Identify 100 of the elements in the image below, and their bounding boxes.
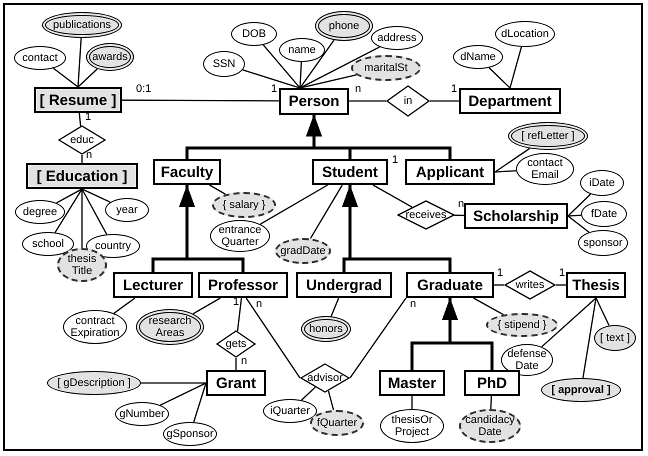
attribute-name: iDate	[589, 176, 615, 190]
attribute-ellipse	[581, 201, 627, 227]
attribute-name: { stipend }	[498, 318, 546, 332]
entity-box	[26, 163, 138, 189]
connector-line	[209, 184, 226, 195]
cardinality-label: 1	[392, 155, 398, 166]
connector-line	[236, 298, 242, 332]
entity-box	[113, 272, 193, 298]
connector-line	[81, 188, 108, 235]
attribute-ellipse	[486, 313, 558, 337]
attribute-name: contract Expiration	[70, 314, 120, 340]
connector-line	[330, 298, 340, 317]
attribute-ellipse	[594, 325, 636, 351]
attribute-ellipse	[105, 198, 149, 222]
entity-name: Department	[468, 92, 552, 110]
attribute-name: [ refLetter ]	[521, 130, 575, 142]
attribute-ellipse	[315, 11, 373, 41]
entity-name: Applicant	[416, 164, 484, 180]
cardinality-label: n	[241, 356, 248, 367]
entity-name: Lecturer	[122, 276, 184, 294]
attribute-name: iQuarter	[270, 404, 310, 418]
entity-box	[312, 159, 388, 185]
connector-line	[411, 396, 413, 409]
attribute-ellipse	[453, 45, 503, 69]
relationship-name: gets	[226, 338, 246, 350]
attribute-name: candidacy Date	[464, 414, 516, 438]
attribute-ellipse	[310, 410, 364, 436]
cardinality-label: n	[256, 299, 262, 310]
attribute-name: honors	[309, 322, 343, 336]
entity-box	[206, 370, 266, 396]
relationship-name: in	[404, 95, 412, 107]
attribute-name: DOB	[242, 28, 266, 40]
connector-line	[235, 358, 237, 370]
connector-line	[372, 184, 412, 208]
entity-name: [ Resume ]	[40, 92, 116, 108]
entity-name: [ Education ]	[36, 168, 128, 184]
cardinality-label: n	[410, 299, 416, 310]
entity-name: Thesis	[572, 276, 620, 294]
entity-box	[153, 159, 221, 185]
attribute-name: contact	[22, 52, 58, 64]
attribute-ellipse	[580, 170, 624, 196]
connector-line	[78, 112, 82, 126]
attribute-name: publications	[52, 18, 112, 32]
cardinality-label: n	[355, 84, 362, 95]
attribute-ellipse	[301, 316, 351, 342]
connector-line	[54, 188, 83, 233]
relationship-name: receives	[406, 209, 446, 221]
attribute-ellipse	[516, 153, 574, 185]
entity-box	[464, 370, 520, 396]
isa-arrow	[342, 185, 452, 272]
cardinality-label: 0:1	[136, 84, 152, 95]
attribute-name: year	[116, 204, 138, 216]
connector-line	[473, 297, 504, 316]
connector-line	[78, 68, 98, 88]
connector-line	[349, 298, 407, 378]
attribute-ellipse	[231, 22, 277, 46]
attribute-ellipse	[275, 238, 331, 264]
connector-line	[454, 214, 464, 216]
attribute-ellipse	[15, 200, 65, 224]
entity-name: Undergrad	[306, 276, 382, 294]
attribute-name: dLocation	[501, 28, 549, 40]
connector-line	[82, 188, 111, 203]
attribute-name: fQuarter	[316, 416, 358, 430]
attribute-name: thesisOr Project	[390, 414, 434, 438]
attribute-ellipse	[163, 422, 217, 446]
attribute-ellipse	[263, 399, 317, 423]
entity-box	[566, 272, 626, 298]
attribute-name: gradDate	[280, 244, 326, 258]
connector-line	[77, 38, 82, 88]
connector-line	[541, 298, 596, 348]
connector-line	[56, 188, 82, 204]
connector-line	[242, 69, 300, 89]
attribute-name: entrance Quarter	[218, 224, 262, 248]
connector-line	[328, 390, 334, 410]
entity-box	[464, 203, 568, 229]
attribute-ellipse	[86, 43, 134, 71]
connector-line	[193, 382, 207, 422]
attribute-name: research Areas	[148, 314, 192, 340]
entity-box	[296, 272, 392, 298]
attribute-name: maritalSt	[364, 62, 408, 74]
entity-name: Graduate	[417, 276, 483, 294]
isa-arrow	[179, 185, 244, 272]
connector-line	[141, 382, 206, 384]
entity-name: PhD	[477, 374, 507, 392]
attribute-name: country	[94, 240, 132, 252]
attribute-ellipse	[210, 220, 270, 252]
connector-line	[568, 214, 582, 217]
entity-name: Professor	[208, 276, 278, 294]
attribute-name: [ text ]	[600, 332, 630, 344]
entity-box	[34, 87, 122, 113]
relationship-name: educ	[70, 134, 94, 146]
cardinality-label: n	[458, 199, 464, 210]
relationship-name: advisor	[307, 372, 343, 384]
attribute-name: degree	[22, 206, 58, 218]
attribute-ellipse	[115, 402, 169, 426]
entity-name: Scholarship	[473, 208, 559, 224]
cardinality-label: n	[86, 150, 92, 161]
connector-line	[595, 298, 610, 326]
attribute-name: dName	[460, 50, 496, 64]
connector-line	[556, 284, 566, 286]
